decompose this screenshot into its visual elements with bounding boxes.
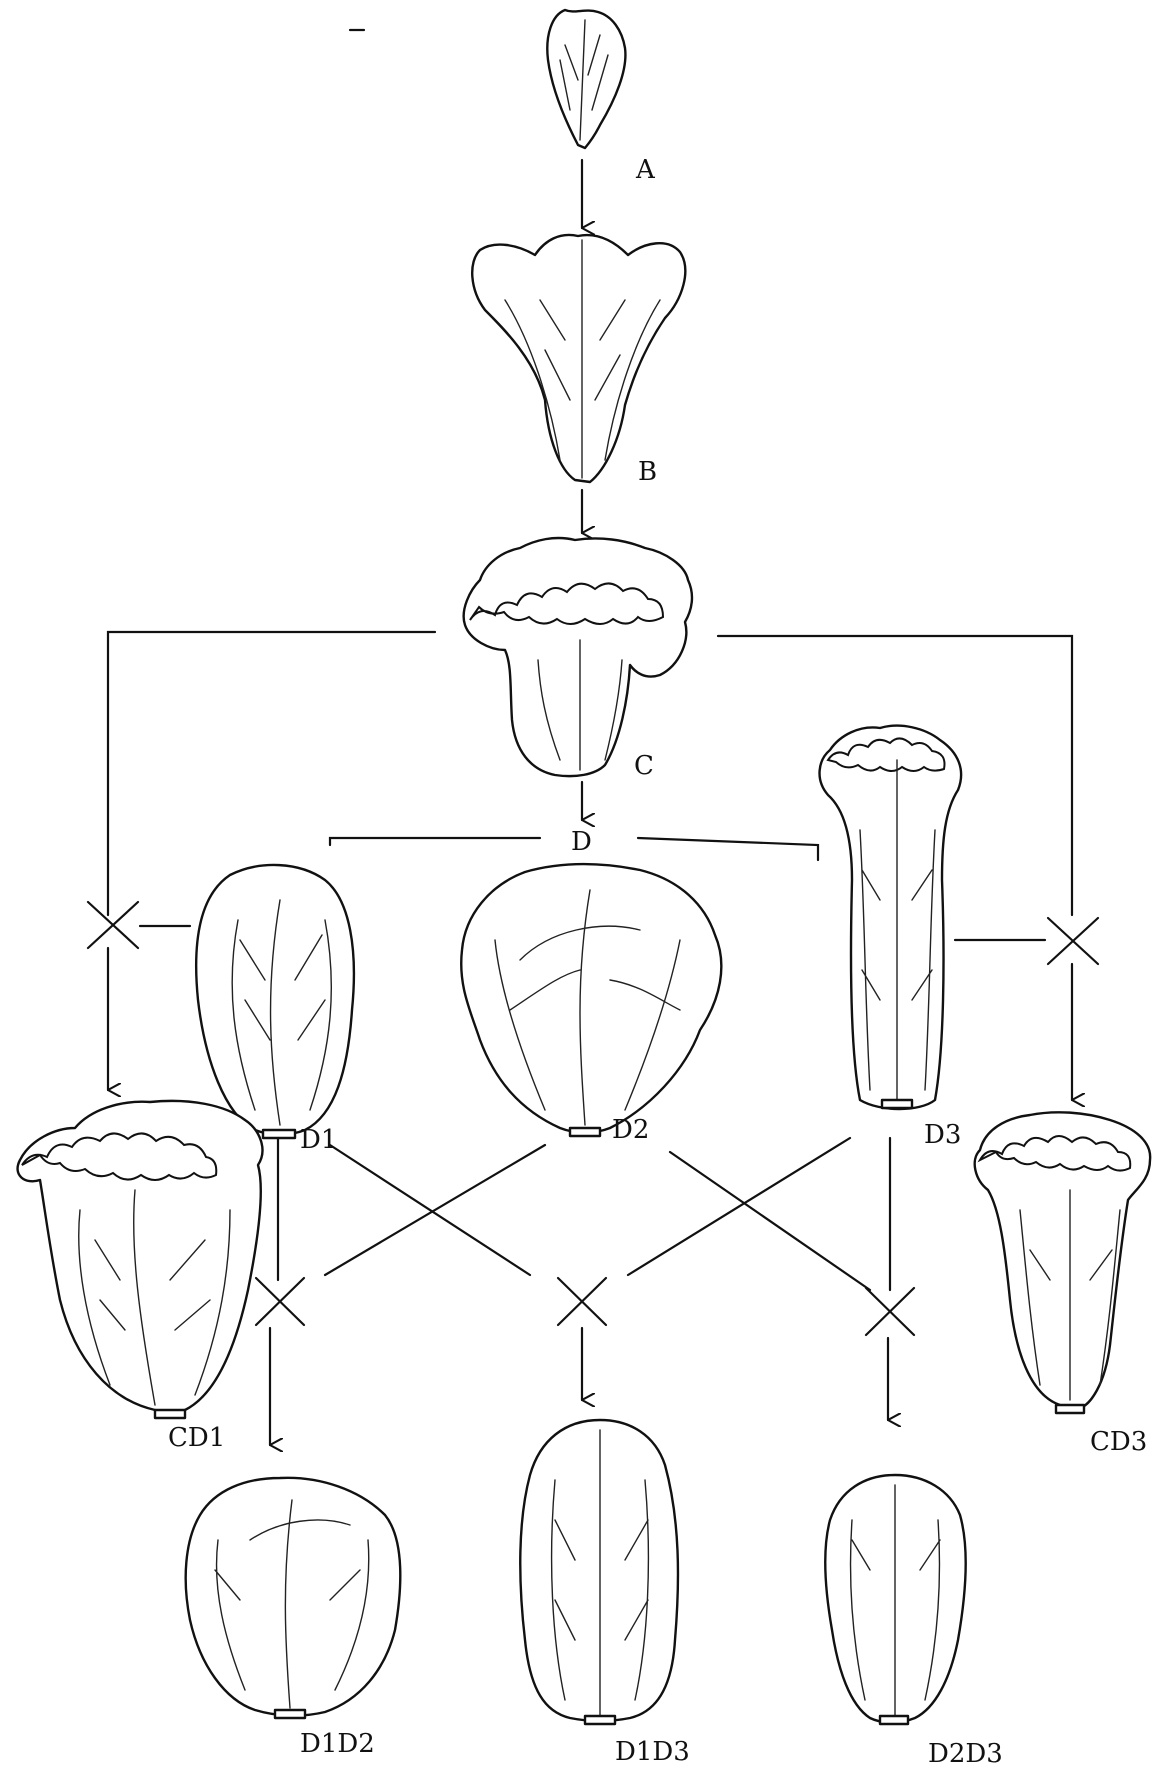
label-c: C	[634, 751, 654, 781]
plant-b-drawing	[472, 235, 685, 482]
label-d1d3: D1D3	[615, 1737, 690, 1767]
plant-d3-drawing	[820, 726, 962, 1109]
label-d1: D1	[300, 1125, 337, 1155]
label-cd3: CD3	[1090, 1427, 1147, 1457]
plant-d1d3-drawing	[520, 1420, 678, 1724]
cross-cd3	[1048, 918, 1098, 964]
plant-cd3-drawing	[975, 1112, 1150, 1413]
plant-d2-drawing	[461, 864, 721, 1136]
label-b: B	[638, 457, 657, 487]
plant-cd1-drawing	[18, 1101, 263, 1418]
plant-c-drawing	[464, 538, 692, 776]
cross-d2d3	[866, 1288, 914, 1335]
cross-d1d2	[256, 1278, 304, 1325]
cross-d1d3	[558, 1278, 606, 1325]
plant-d1d2-drawing	[186, 1478, 401, 1718]
plant-d2d3-drawing	[825, 1475, 965, 1724]
label-a: A	[635, 155, 656, 185]
line-d2-to-d2d3	[670, 1152, 870, 1290]
label-d: D	[571, 827, 592, 857]
label-d1d2: D1D2	[300, 1729, 375, 1759]
plant-d1-drawing	[196, 865, 354, 1138]
cross-cd1	[88, 902, 138, 948]
plant-a-drawing	[547, 10, 625, 148]
label-d3: D3	[924, 1120, 961, 1150]
label-cd1: CD1	[168, 1423, 225, 1453]
label-d2: D2	[612, 1115, 649, 1145]
label-d2d3: D2D3	[928, 1739, 1003, 1768]
